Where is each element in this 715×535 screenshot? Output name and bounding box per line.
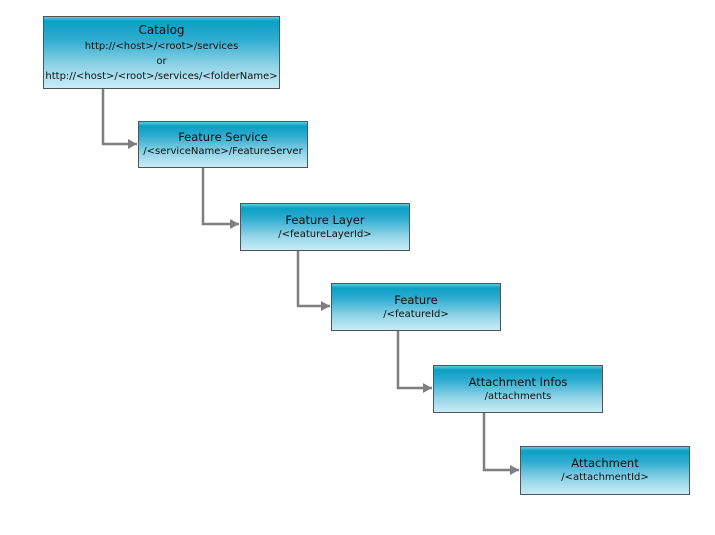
node-catalog-title: Catalog — [138, 22, 185, 37]
node-feature-path: /<featureId> — [383, 308, 449, 320]
node-catalog-url-2: http://<host>/<root>/services/<folderNam… — [45, 70, 278, 82]
node-feature-title: Feature — [394, 292, 438, 307]
connector-feature-to-attachment-infos — [396, 331, 432, 393]
node-feature: Feature /<featureId> — [331, 283, 501, 331]
node-feature-service: Feature Service /<serviceName>/FeatureSe… — [138, 121, 308, 168]
node-feature-layer-title: Feature Layer — [285, 212, 365, 227]
node-feature-layer-path: /<featureLayerId> — [278, 228, 372, 240]
connector-feature-service-to-feature-layer — [201, 168, 239, 229]
node-feature-service-title: Feature Service — [178, 130, 268, 144]
node-feature-service-path: /<serviceName>/FeatureServer — [143, 146, 303, 157]
node-catalog: Catalog http://<host>/<root>/services or… — [43, 16, 280, 89]
node-catalog-url-1: http://<host>/<root>/services — [84, 40, 239, 52]
connector-feature-layer-to-feature — [296, 251, 330, 311]
connector-attachment-infos-to-attachment — [482, 413, 519, 475]
node-catalog-or-label: or — [156, 55, 167, 67]
node-feature-layer: Feature Layer /<featureLayerId> — [240, 203, 410, 251]
node-attachment-title: Attachment — [571, 456, 639, 470]
node-attachment-infos-title: Attachment Infos — [468, 374, 568, 389]
node-attachment-infos: Attachment Infos /attachments — [433, 365, 603, 413]
connector-catalog-to-feature-service — [101, 89, 137, 149]
node-attachment: Attachment /<attachmentId> — [520, 446, 690, 495]
node-attachment-path: /<attachmentId> — [561, 472, 649, 483]
node-attachment-infos-path: /attachments — [484, 390, 552, 402]
